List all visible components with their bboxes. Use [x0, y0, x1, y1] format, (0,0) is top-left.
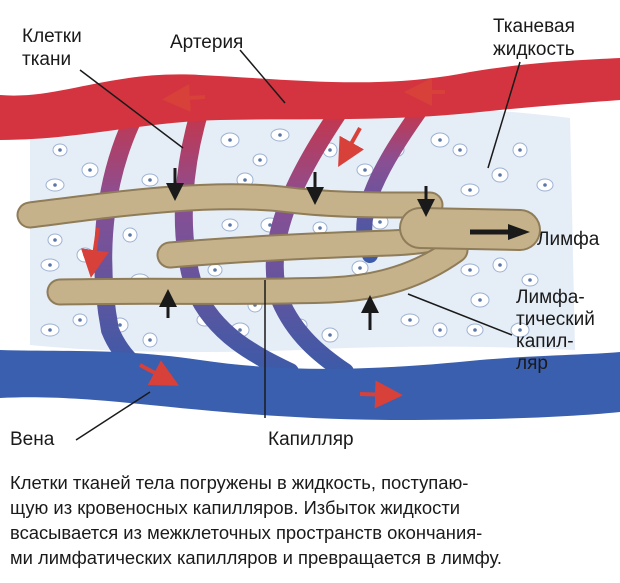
label-capillary: Капилляр: [268, 429, 354, 450]
cell-nucleus: [213, 268, 217, 272]
caption-line: Клетки тканей тела погружены в жидкость,…: [10, 472, 469, 493]
cell-nucleus: [228, 223, 232, 227]
tissue-cells: [40, 128, 554, 348]
cell-nucleus: [528, 278, 532, 282]
cell-nucleus: [228, 138, 232, 142]
cell-nucleus: [238, 328, 242, 332]
cell-nucleus: [378, 220, 382, 224]
caption-line: щую из кровеносных капилляров. Избыток ж…: [10, 497, 461, 518]
cell-nucleus: [328, 333, 332, 337]
cell-nucleus: [518, 328, 522, 332]
cell-nucleus: [468, 188, 472, 192]
cell-nucleus: [318, 226, 322, 230]
cell-nucleus: [148, 338, 152, 342]
label-artery: Артерия: [170, 32, 243, 53]
cell-nucleus: [88, 168, 92, 172]
cell-nucleus: [78, 318, 82, 322]
cell-nucleus: [408, 318, 412, 322]
cell-nucleus: [118, 323, 122, 327]
lymph-outflow-arrow: [470, 224, 530, 240]
cell-nucleus: [438, 328, 442, 332]
cell-nucleus: [458, 148, 462, 152]
cell-nucleus: [363, 168, 367, 172]
cell-nucleus: [128, 233, 132, 237]
cell-nucleus: [328, 148, 332, 152]
cell-nucleus: [48, 328, 52, 332]
cell-nucleus: [498, 173, 502, 177]
cell-nucleus: [473, 328, 477, 332]
cell-nucleus: [53, 238, 57, 242]
cell-nucleus: [83, 253, 87, 257]
cell-nucleus: [258, 158, 262, 162]
cell-nucleus: [148, 178, 152, 182]
cell-nucleus: [438, 138, 442, 142]
cell-nucleus: [478, 298, 482, 302]
fluid-flow-arrows: [159, 168, 435, 330]
caption-line: ми лимфатических капилляров и превращает…: [10, 547, 503, 568]
cell-nucleus: [278, 133, 282, 137]
cell-nucleus: [518, 148, 522, 152]
cell-nucleus: [53, 183, 57, 187]
label-vein: Вена: [10, 429, 55, 450]
caption-line: всасывается из межклеточных пространств …: [10, 522, 483, 543]
label-leader-lines: [75, 49, 521, 441]
blood-flow-arrows: [80, 78, 445, 409]
label-lymph: Лимфа: [537, 229, 600, 250]
lymph-capillary-vessels: [16, 183, 541, 306]
cell-nucleus: [58, 148, 62, 152]
artery: [0, 58, 620, 140]
cell-nucleus: [268, 223, 272, 227]
cell-nucleus: [358, 266, 362, 270]
cell-nucleus: [468, 268, 472, 272]
cell-nucleus: [243, 178, 247, 182]
cell-nucleus: [498, 263, 502, 267]
cell-nucleus: [48, 263, 52, 267]
cell-nucleus: [543, 183, 547, 187]
caption: Клетки тканей тела погружены в жидкость,…: [10, 470, 610, 570]
